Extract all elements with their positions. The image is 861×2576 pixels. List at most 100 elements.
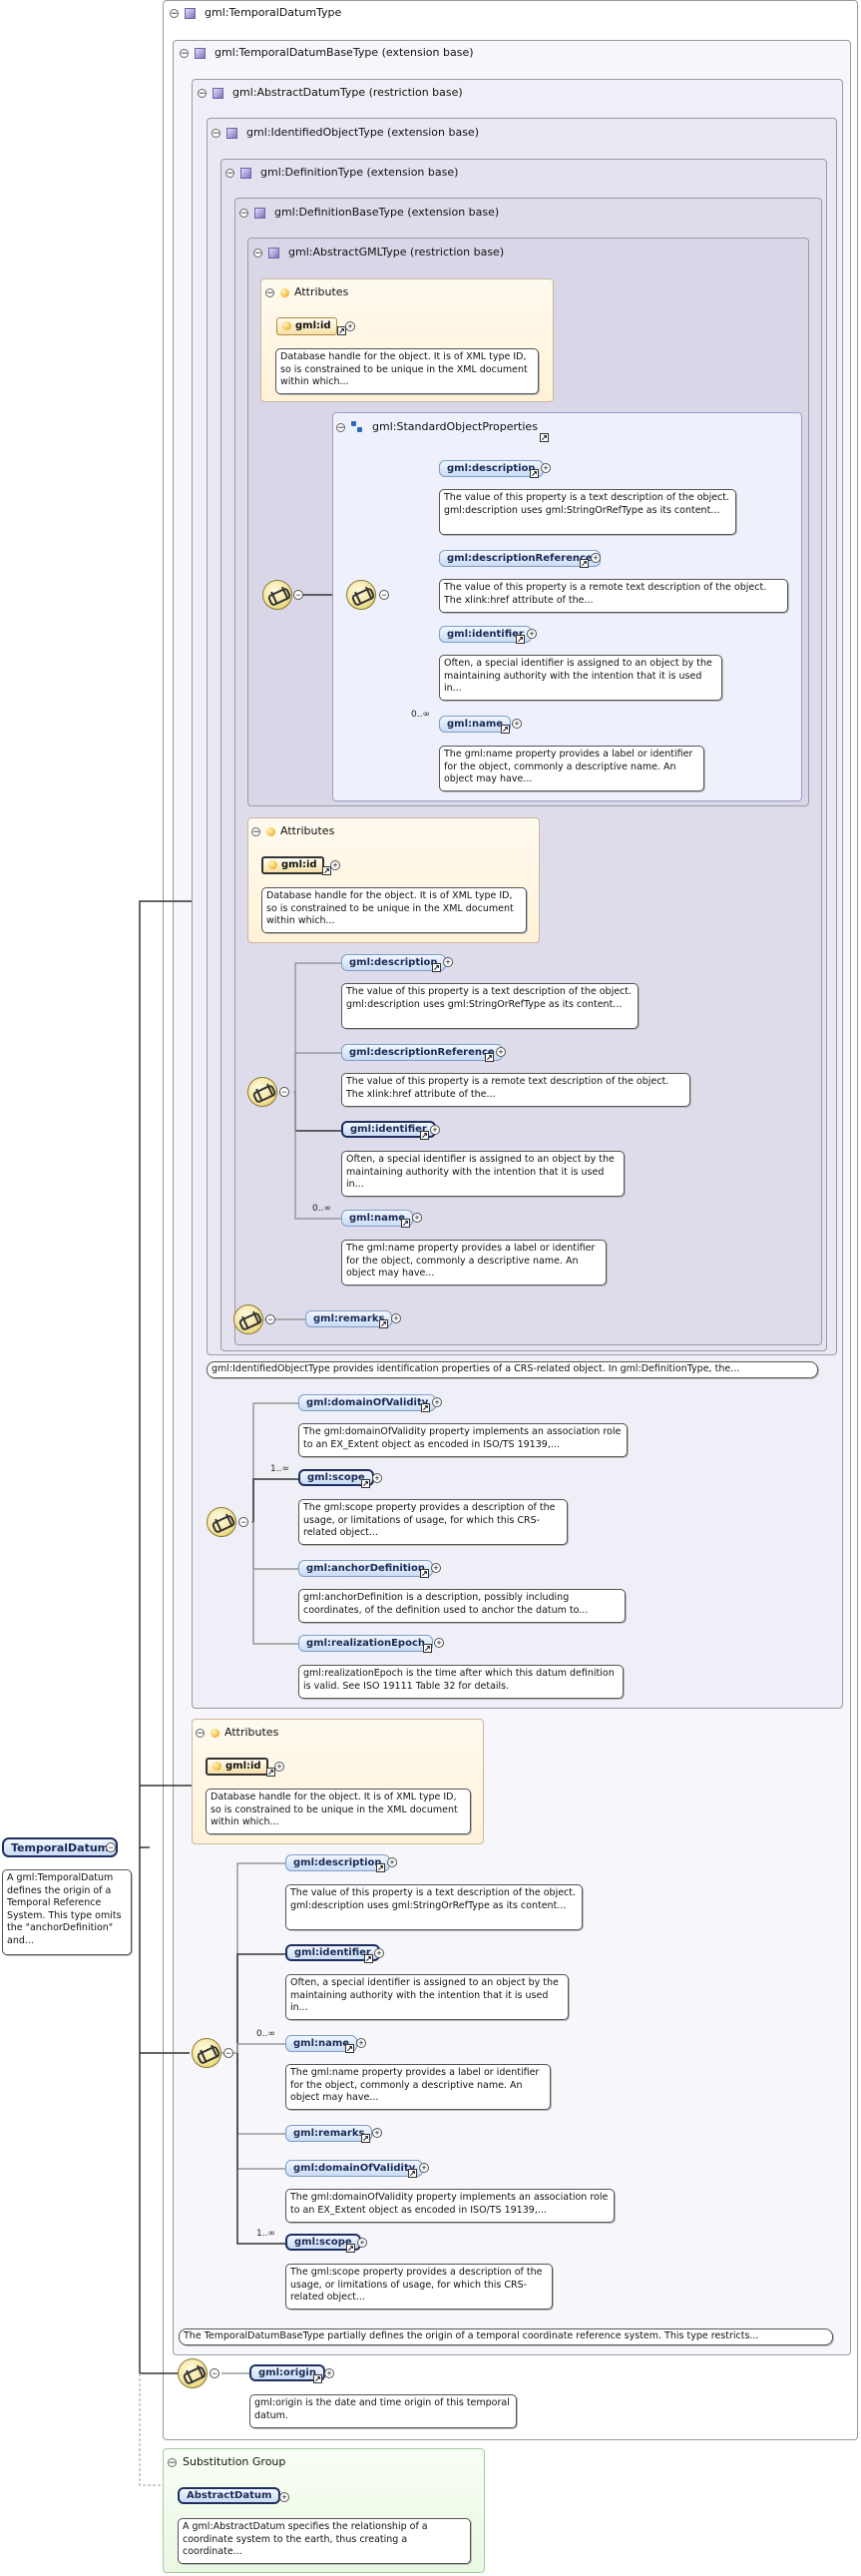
arrow-link-icon[interactable]: ↗	[420, 1131, 429, 1140]
attributes-header[interactable]: −Attributes	[196, 1726, 279, 1739]
collapse-icon[interactable]: −	[253, 248, 262, 258]
plus-circle-icon[interactable]: +	[496, 1047, 506, 1057]
arrow-link-icon[interactable]: ↗	[516, 635, 525, 644]
arrow-link-icon[interactable]: ↗	[266, 1768, 275, 1777]
plus-circle-icon[interactable]: +	[391, 1313, 401, 1323]
element-description[interactable]: gml:description	[285, 1854, 390, 1871]
element-description[interactable]: gml:description	[341, 954, 446, 971]
collapse-icon[interactable]: −	[196, 1728, 205, 1739]
element-realization-epoch[interactable]: gml:realizationEpoch	[298, 1635, 433, 1652]
element-temporal-datum[interactable]: TemporalDatum	[2, 1837, 119, 1857]
plus-circle-icon[interactable]: +	[431, 1563, 441, 1573]
collapse-icon[interactable]: −	[212, 128, 220, 139]
arrow-link-icon[interactable]: ↗	[337, 326, 346, 335]
plus-circle-icon[interactable]: +	[372, 1473, 382, 1483]
arrow-link-icon[interactable]: ↗	[376, 1863, 385, 1872]
plus-circle-icon[interactable]: +	[387, 1857, 397, 1867]
plus-circle-icon[interactable]: +	[279, 2492, 289, 2502]
arrow-link-icon[interactable]: ↗	[421, 1403, 430, 1412]
plus-circle-icon[interactable]: +	[434, 1638, 444, 1648]
plus-circle-icon[interactable]: +	[419, 2163, 429, 2173]
sequence-icon[interactable]	[346, 580, 376, 610]
element-abstract-datum[interactable]: AbstractDatum	[178, 2487, 281, 2504]
plus-circle-icon[interactable]: +	[345, 321, 355, 331]
element-name[interactable]: gml:name	[341, 1210, 414, 1227]
element-remarks[interactable]: gml:remarks	[305, 1310, 393, 1327]
arrow-link-icon[interactable]: ↗	[540, 433, 549, 442]
header-temporal-datum-type[interactable]: −gml:TemporalDatumType	[170, 6, 342, 19]
minus-circle-icon[interactable]: −	[238, 1517, 248, 1527]
plus-circle-icon[interactable]: +	[374, 1948, 384, 1958]
sequence-icon[interactable]	[233, 1304, 263, 1334]
collapse-icon[interactable]: −	[225, 168, 234, 179]
arrow-link-icon[interactable]: ↗	[346, 2244, 355, 2253]
element-domain-of-validity[interactable]: gml:domainOfValidity	[298, 1394, 437, 1411]
collapse-icon[interactable]: −	[251, 826, 260, 837]
plus-circle-icon[interactable]: +	[412, 1213, 422, 1223]
plus-circle-icon[interactable]: +	[356, 2038, 366, 2048]
arrow-link-icon[interactable]: ↗	[401, 1219, 410, 1228]
group-header-standard-object-properties[interactable]: −gml:StandardObjectProperties	[336, 420, 538, 433]
minus-circle-icon[interactable]: −	[223, 2048, 233, 2058]
sequence-icon[interactable]	[178, 2358, 208, 2388]
arrow-link-icon[interactable]: ↗	[408, 2169, 417, 2178]
header-definition-base-type[interactable]: −gml:DefinitionBaseType (extension base)	[239, 206, 500, 219]
minus-circle-icon[interactable]: −	[293, 590, 303, 600]
element-description[interactable]: gml:description	[439, 460, 544, 477]
arrow-link-icon[interactable]: ↗	[501, 725, 510, 734]
plus-circle-icon[interactable]: +	[357, 2238, 367, 2248]
sequence-icon[interactable]	[262, 580, 292, 610]
element-name[interactable]: gml:name	[439, 716, 512, 733]
element-remarks[interactable]: gml:remarks	[285, 2125, 373, 2142]
plus-circle-icon[interactable]: +	[527, 629, 537, 639]
attributes-header[interactable]: −Attributes	[265, 285, 349, 298]
plus-circle-icon[interactable]: +	[443, 957, 453, 967]
minus-circle-icon[interactable]: −	[379, 590, 389, 600]
collapse-icon[interactable]: −	[265, 287, 274, 298]
arrow-link-icon[interactable]: ↗	[580, 559, 589, 568]
plus-circle-icon[interactable]: +	[430, 1125, 440, 1135]
plus-circle-icon[interactable]: +	[512, 719, 522, 729]
collapse-icon[interactable]: −	[180, 48, 189, 59]
arrow-link-icon[interactable]: ↗	[345, 2044, 354, 2053]
collapse-icon[interactable]: −	[336, 422, 345, 433]
header-temporal-datum-base-type[interactable]: −gml:TemporalDatumBaseType (extension ba…	[180, 46, 474, 59]
element-description-reference[interactable]: gml:descriptionReference	[439, 550, 601, 567]
sequence-icon[interactable]	[247, 1077, 277, 1107]
arrow-link-icon[interactable]: ↗	[423, 1644, 432, 1653]
element-description-reference[interactable]: gml:descriptionReference	[341, 1044, 503, 1061]
plus-circle-icon[interactable]: +	[330, 860, 340, 870]
header-abstract-gml-type[interactable]: −gml:AbstractGMLType (restriction base)	[253, 246, 505, 258]
plus-circle-icon[interactable]: +	[432, 1397, 442, 1407]
header-definition-type[interactable]: −gml:DefinitionType (extension base)	[225, 166, 459, 179]
substitution-group-header[interactable]: −Substitution Group	[168, 2455, 286, 2468]
attribute-gml-id[interactable]: gml:id	[206, 1758, 268, 1776]
arrow-link-icon[interactable]: ↗	[364, 1954, 373, 1963]
minus-circle-icon[interactable]: −	[265, 1314, 275, 1324]
arrow-link-icon[interactable]: ↗	[485, 1053, 494, 1062]
arrow-link-icon[interactable]: ↗	[361, 2134, 370, 2143]
attributes-header[interactable]: −Attributes	[251, 824, 335, 837]
plus-circle-icon[interactable]: +	[274, 1762, 284, 1772]
element-domain-of-validity[interactable]: gml:domainOfValidity	[285, 2160, 424, 2177]
arrow-link-icon[interactable]: ↗	[420, 1569, 429, 1578]
header-identified-object-type[interactable]: −gml:IdentifiedObjectType (extension bas…	[212, 126, 479, 139]
arrow-link-icon[interactable]: ↗	[530, 469, 539, 478]
arrow-link-icon[interactable]: ↗	[432, 963, 441, 972]
collapse-icon[interactable]: −	[198, 88, 207, 99]
collapse-icon[interactable]: −	[239, 208, 248, 219]
arrow-link-icon[interactable]: ↗	[361, 1479, 370, 1488]
element-anchor-definition[interactable]: gml:anchorDefinition	[298, 1560, 433, 1577]
plus-circle-icon[interactable]: +	[591, 553, 601, 563]
arrow-link-icon[interactable]: ↗	[379, 1319, 388, 1328]
sequence-icon[interactable]	[207, 1507, 236, 1537]
arrow-link-icon[interactable]: ↗	[313, 2374, 322, 2383]
collapse-icon[interactable]: −	[168, 2457, 177, 2468]
header-abstract-datum-type[interactable]: −gml:AbstractDatumType (restriction base…	[198, 86, 463, 99]
minus-circle-icon[interactable]: −	[106, 1842, 116, 1852]
plus-circle-icon[interactable]: +	[324, 2368, 334, 2378]
plus-circle-icon[interactable]: +	[372, 2128, 382, 2138]
collapse-icon[interactable]: −	[170, 8, 179, 19]
minus-circle-icon[interactable]: −	[279, 1087, 289, 1097]
arrow-link-icon[interactable]: ↗	[322, 866, 331, 875]
